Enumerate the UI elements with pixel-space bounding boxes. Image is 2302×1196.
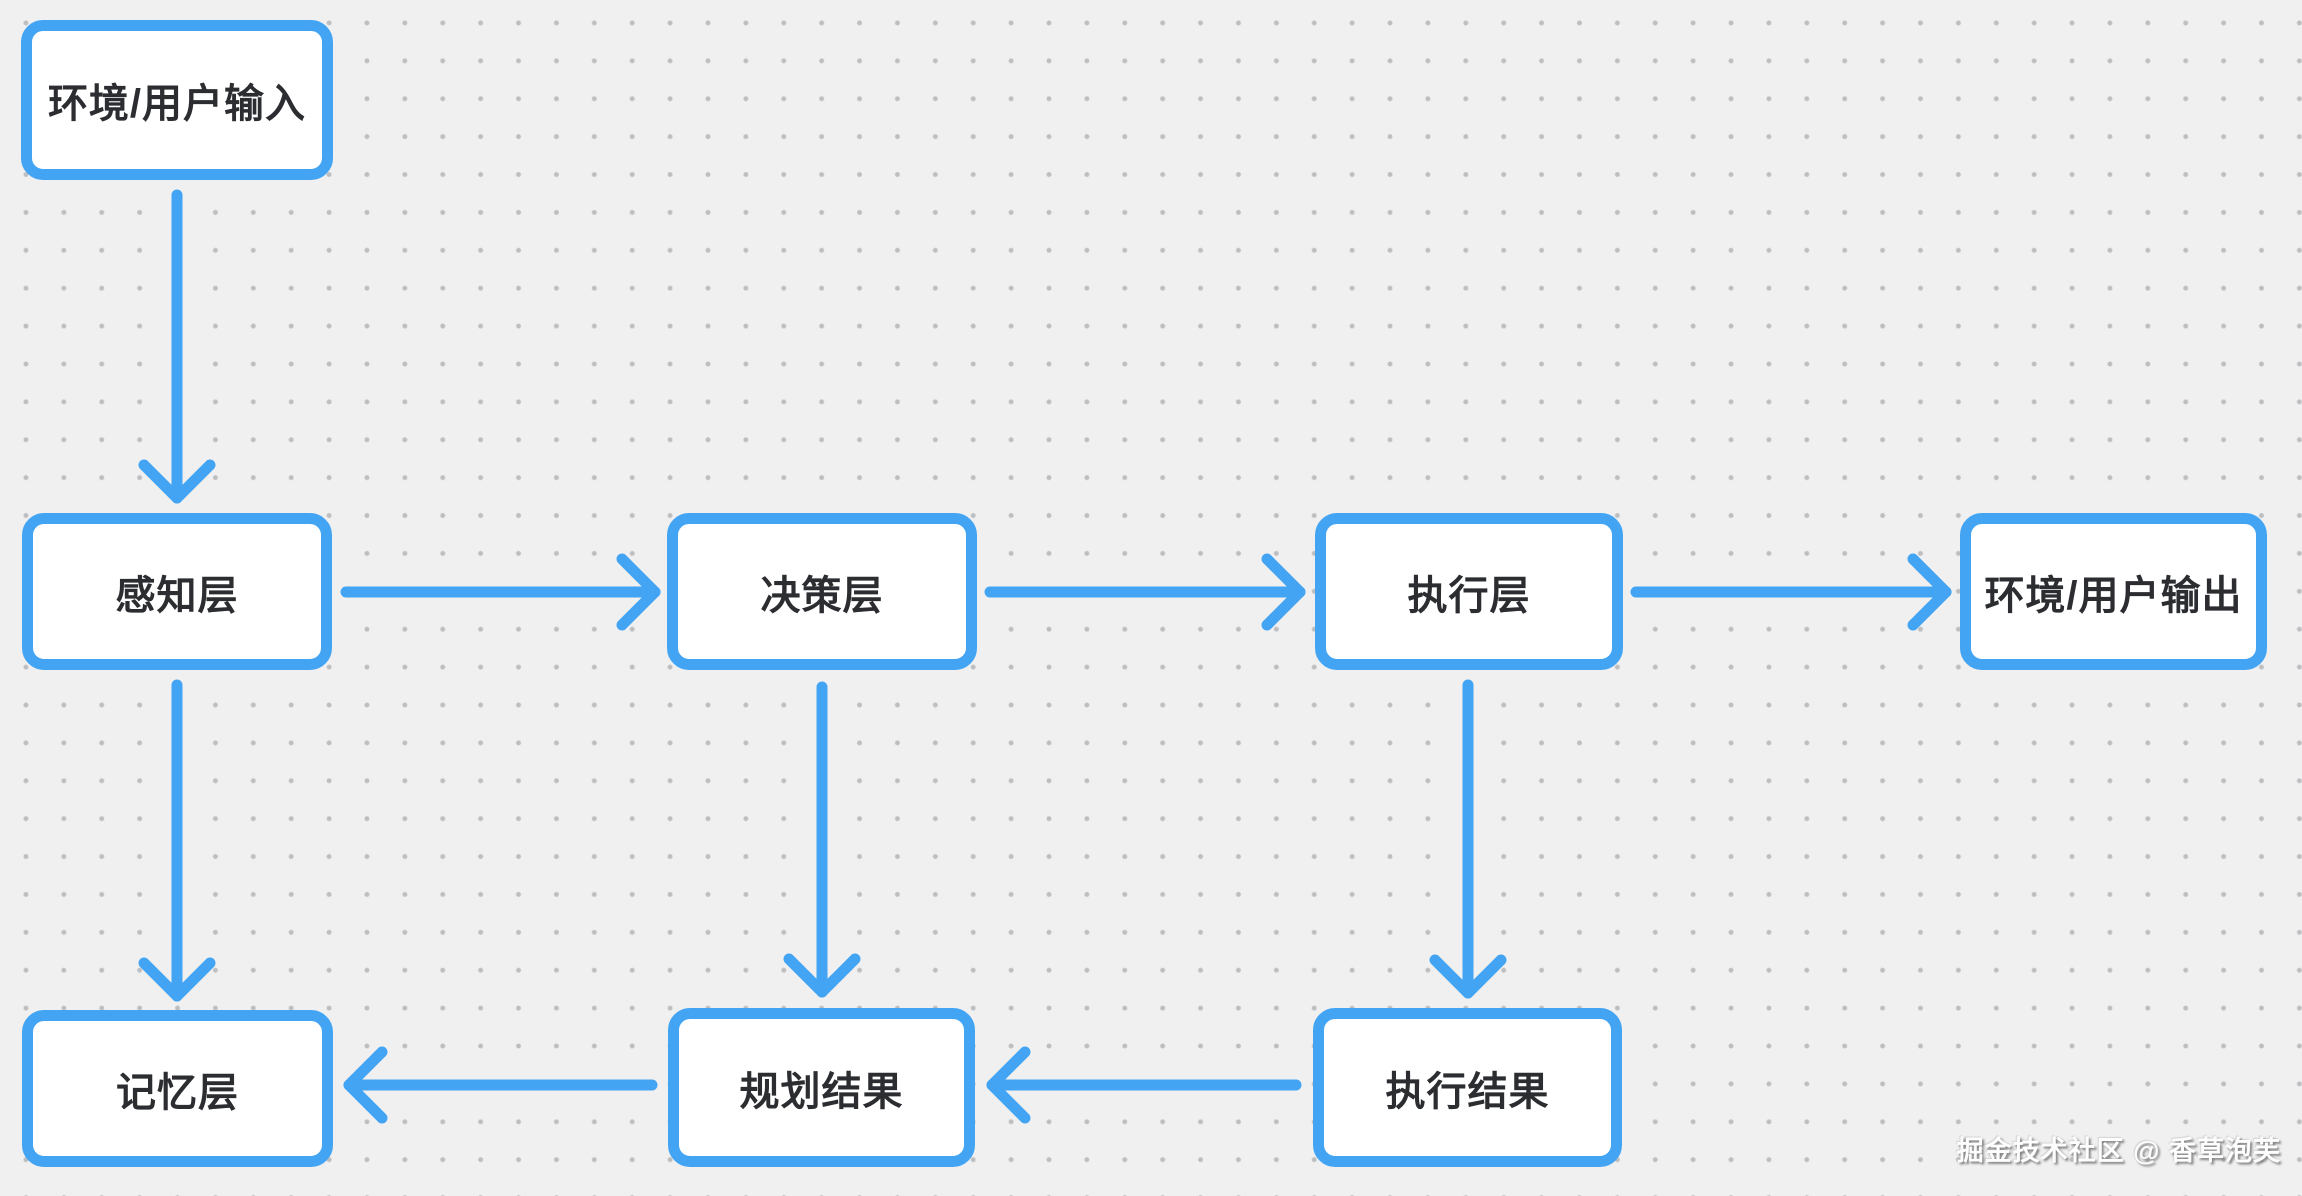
node-perception-label: 感知层 (115, 573, 239, 618)
watermark: 掘金技术社区 @ 香草泡芙 (1956, 1136, 2281, 1166)
arrow-execution-to-execution-result (1429, 679, 1507, 999)
arrow-perception-to-memory (138, 679, 216, 1002)
node-env-output-label: 环境/用户输出 (1984, 573, 2243, 618)
arrow-decision-to-planning-result (783, 681, 861, 998)
node-memory: 记忆层 (22, 1010, 333, 1167)
node-planning-result-label: 规划结果 (739, 1069, 904, 1114)
arrow-perception-to-decision (340, 553, 661, 631)
node-execution-result: 执行结果 (1313, 1008, 1622, 1167)
node-planning-result: 规划结果 (668, 1008, 975, 1167)
node-env-output: 环境/用户输出 (1960, 513, 2267, 670)
node-execution-label: 执行层 (1407, 573, 1531, 618)
node-env-input-label: 环境/用户输入 (47, 82, 307, 126)
node-perception: 感知层 (22, 513, 332, 670)
arrow-env-input-to-perception (138, 189, 216, 504)
node-execution: 执行层 (1315, 513, 1623, 670)
node-env-input: 环境/用户输入 (21, 20, 333, 180)
arrow-execution-to-env-output (1630, 553, 1952, 631)
node-decision: 决策层 (667, 513, 977, 670)
node-memory-label: 记忆层 (116, 1070, 239, 1115)
arrow-execution-result-to-planning-result (986, 1046, 1302, 1124)
node-decision-label: 决策层 (760, 573, 884, 618)
node-execution-result-label: 执行结果 (1385, 1069, 1550, 1114)
arrow-decision-to-execution (984, 553, 1306, 631)
arrow-planning-result-to-memory (343, 1046, 658, 1124)
